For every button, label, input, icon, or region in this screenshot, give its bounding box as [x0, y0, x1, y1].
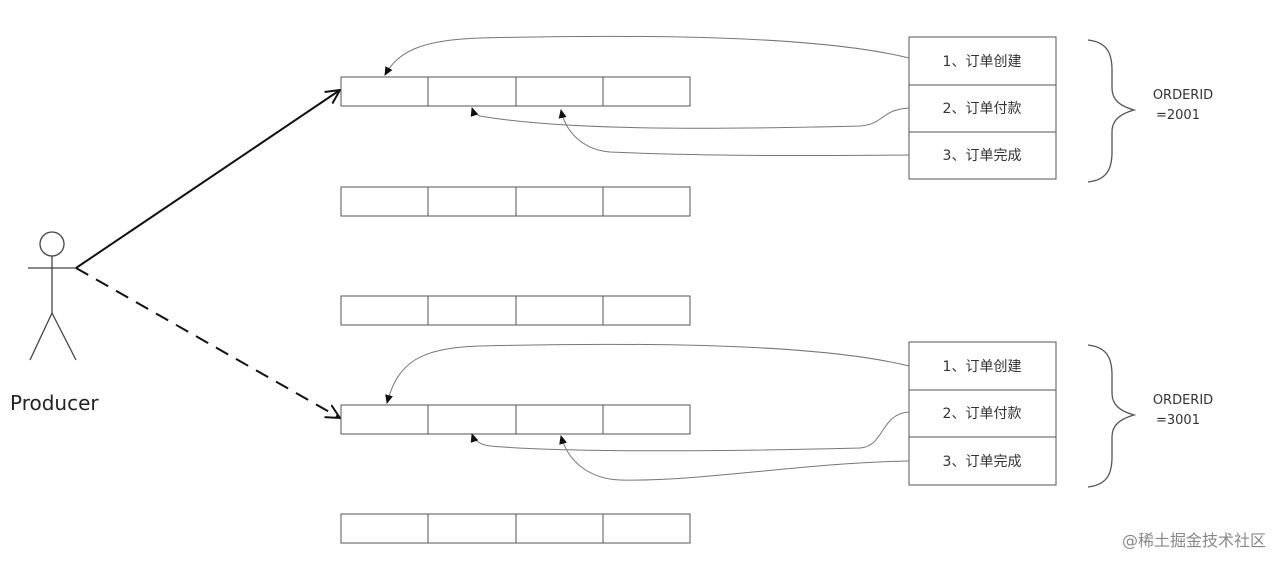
producer-arrow-dashed	[75, 267, 340, 418]
queue-cell	[602, 186, 691, 217]
queue-cell	[340, 186, 429, 217]
queue-3	[340, 295, 691, 326]
order-step-box	[908, 389, 1057, 438]
order-step-box	[908, 436, 1057, 486]
step-arrow-complete	[558, 109, 910, 157]
order-id-value: =3001	[1156, 413, 1200, 428]
order-id-label: ORDERID	[1153, 88, 1213, 103]
producer-head	[39, 231, 65, 257]
queue-cell	[340, 513, 429, 544]
producer-right-leg	[51, 312, 77, 361]
queue-5	[340, 513, 691, 544]
queue-cell	[602, 404, 691, 435]
order-id-label: ORDERID	[1153, 393, 1213, 408]
order-step-label: 1、订单创建	[943, 359, 1022, 375]
queue-2	[340, 186, 691, 217]
order-group-3001: 1、订单创建 2、订单付款 3、订单完成 ORDERID =3001	[385, 341, 1213, 488]
queue-cell	[602, 76, 691, 107]
queue-cell	[427, 295, 517, 326]
order-step-label: 2、订单付款	[943, 101, 1022, 117]
producer-left-leg	[29, 312, 53, 361]
order-id-value: =2001	[1156, 108, 1200, 123]
order-step-label: 1、订单创建	[943, 54, 1022, 70]
queue-cell	[515, 186, 604, 217]
queue-cell	[515, 404, 604, 435]
queue-cell	[427, 76, 517, 107]
queue-cell	[602, 295, 691, 326]
producer-figure	[28, 231, 77, 361]
step-arrow-complete	[559, 435, 910, 481]
queue-1	[340, 76, 691, 107]
queue-4	[340, 404, 691, 435]
watermark-text: @稀土掘金技术社区	[1122, 531, 1266, 550]
queue-cell	[515, 295, 604, 326]
producer-arrow-solid	[75, 90, 340, 269]
step-arrow-pay	[470, 107, 910, 129]
step-arrow-create	[384, 35, 910, 76]
queue-cell	[427, 404, 517, 435]
order-group-2001: 1、订单创建 2、订单付款 3、订单完成 ORDERID =2001	[384, 35, 1213, 183]
order-step-box	[908, 36, 1057, 86]
queue-cell	[340, 295, 429, 326]
queue-cell	[515, 513, 604, 544]
order-step-label: 3、订单完成	[943, 454, 1022, 470]
step-arrow-pay	[470, 411, 910, 452]
queue-cell	[427, 513, 517, 544]
queue-cell	[515, 76, 604, 107]
queue-cell	[340, 76, 429, 107]
producer-label: Producer	[10, 391, 99, 415]
queue-cell	[340, 404, 429, 435]
queue-cell	[427, 186, 517, 217]
curly-brace	[1087, 39, 1137, 183]
curly-brace	[1087, 344, 1137, 488]
queue-cell	[602, 513, 691, 544]
step-arrow-create	[385, 343, 910, 404]
order-step-label: 2、订单付款	[943, 406, 1022, 422]
order-step-box	[908, 84, 1057, 133]
order-step-label: 3、订单完成	[943, 148, 1022, 164]
